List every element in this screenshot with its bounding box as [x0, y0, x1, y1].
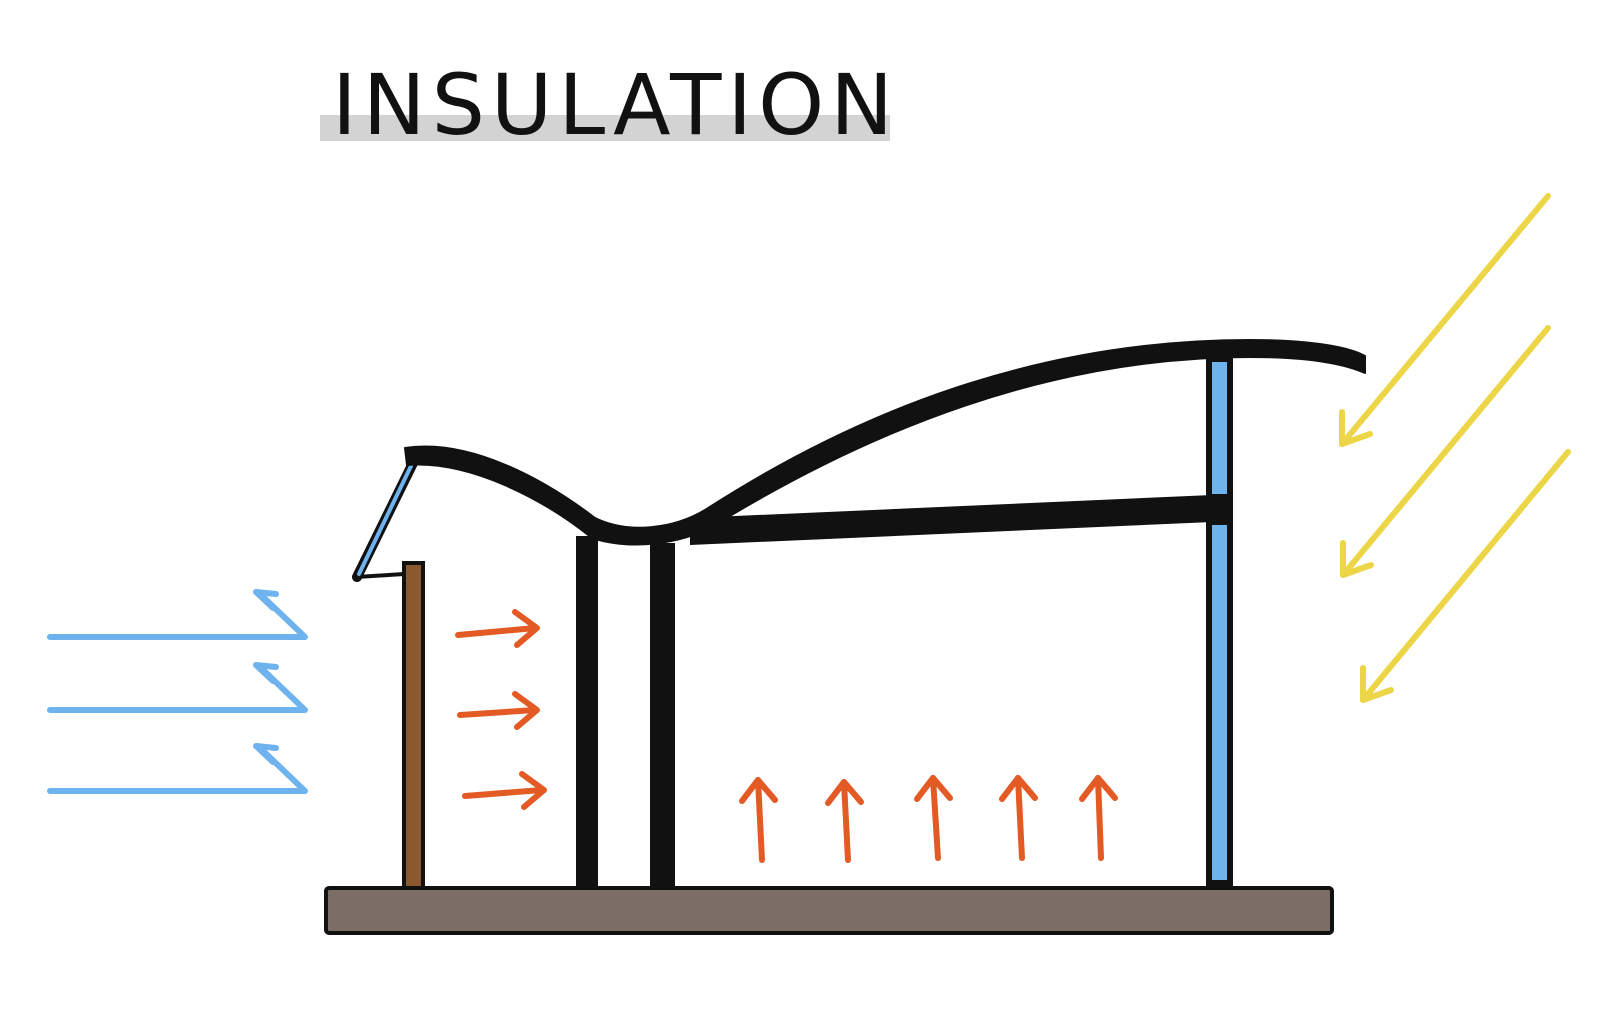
heat-arrow-right-icon: [462, 771, 547, 810]
ground-slab: [324, 886, 1334, 935]
sunlight-arrow-icon: [1339, 193, 1551, 447]
sunlight-arrow-icon: [1340, 325, 1551, 578]
cold-wind-arrow-icon: [47, 743, 308, 794]
diagram-title: INSULATION: [332, 56, 900, 154]
heat-arrow-up-icon: [1079, 775, 1118, 861]
sunlight-arrow-icon: [1360, 449, 1571, 703]
heat-arrow-up-icon: [825, 779, 864, 863]
cold-wind-arrow-icon: [47, 662, 308, 713]
title-highlight: [320, 115, 890, 141]
wooden-column: [355, 561, 425, 890]
heat-arrow-right-icon: [455, 609, 540, 648]
horizontal-beam: [690, 495, 1212, 545]
awning-glass: [352, 458, 418, 582]
heat-arrow-right-icon: [457, 691, 540, 730]
heat-arrow-up-icon: [999, 775, 1038, 861]
structural-column-1: [576, 536, 598, 888]
heat-arrow-up-icon: [914, 775, 953, 861]
heat-arrow-up-icon: [739, 777, 778, 863]
cold-wind-arrow-icon: [47, 589, 308, 640]
title-block: INSULATION: [320, 60, 893, 150]
glass-facade: [1206, 356, 1233, 888]
roof-shell: [404, 339, 1366, 546]
structural-column-2: [650, 543, 675, 888]
